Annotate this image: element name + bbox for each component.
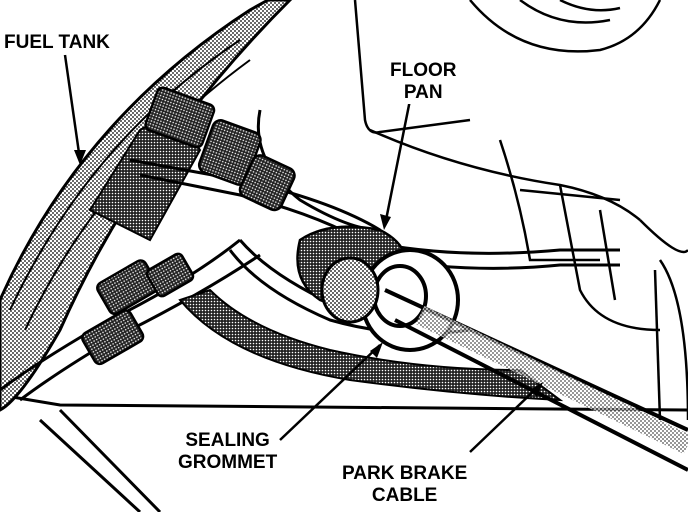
floor-pan-body [353,0,688,421]
floor-pan-leader [383,99,412,226]
sealing-grommet-label-line-1: SEALING [185,430,270,451]
park-brake-cable-shape [384,288,688,472]
connectors [81,86,296,366]
sealing-grommet-leader [279,344,381,441]
fuel-tank-label-text: FUEL TANK [4,32,110,53]
park-brake-cable-label: PARK BRAKE CABLE [340,463,470,507]
floor-pan-label-line-1: FLOOR [390,60,457,81]
sealing-grommet-label: SEALING GROMMET [176,430,280,474]
floor-pan-label-line-2: PAN [403,82,443,103]
leader-lines [63,54,541,453]
park-brake-cable-label-line-1: PARK BRAKE [342,463,468,484]
leader-arrowheads [74,150,543,397]
floor-pan-label: FLOOR PAN [388,60,459,104]
fuel-tank-leader [63,54,82,161]
sealing-grommet-label-line-2: GROMMET [178,452,278,473]
park-brake-cable-label-line-2: CABLE [371,485,438,506]
fuel-tank-label: FUEL TANK [2,32,112,54]
park-brake-cable-leader [469,384,541,453]
sealing-grommet-shape [320,248,460,352]
